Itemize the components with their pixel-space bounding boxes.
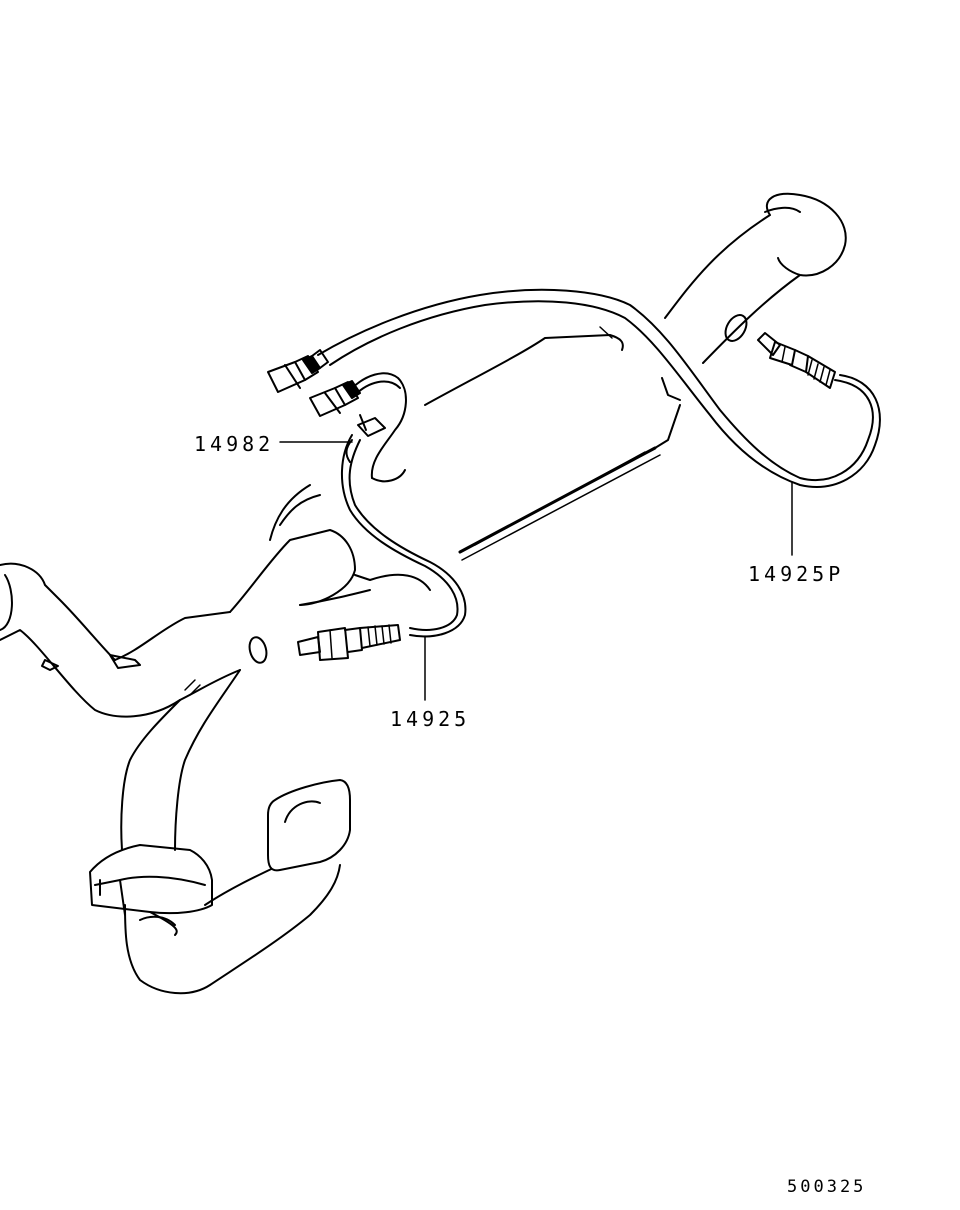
rear-exhaust-pipe (664, 192, 847, 364)
rear-sensor-harness (317, 288, 881, 488)
drawing-code-label: 500325 (787, 1177, 866, 1197)
pipe-flange (89, 844, 341, 995)
harness-clamp (345, 414, 386, 463)
outlet-flange (267, 779, 351, 872)
part-number-14925-label: 14925 (390, 707, 470, 731)
front-oxygen-sensor-body (297, 624, 401, 661)
rear-oxygen-sensor-body (757, 332, 836, 389)
front-pipe-gasket (248, 636, 268, 664)
rear-harness-connector (267, 349, 329, 393)
front-harness-connector (309, 380, 361, 417)
front-exhaust-pipe (0, 484, 371, 851)
part-number-14925P-label: 14925P (748, 562, 844, 586)
harness-connectors (267, 349, 386, 463)
part-number-14982-label: 14982 (194, 432, 274, 456)
front-sensor-harness (297, 372, 467, 661)
catalytic-converter (354, 326, 681, 591)
callout-leaders (279, 441, 793, 701)
rear-pipe-gasket (724, 314, 748, 342)
